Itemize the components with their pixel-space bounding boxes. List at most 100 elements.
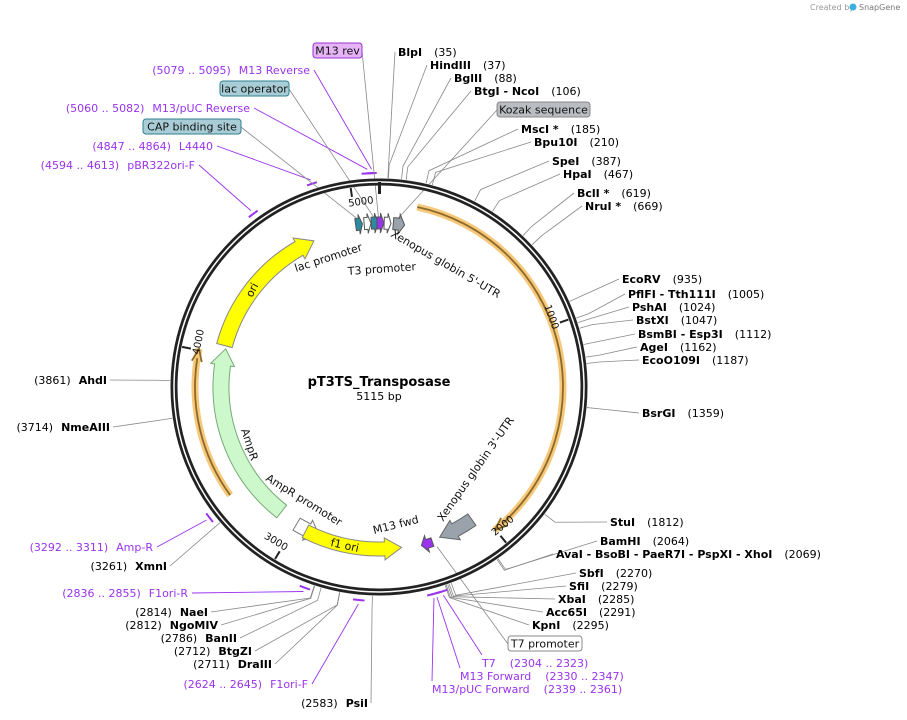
enzyme-position: (2270) bbox=[616, 567, 653, 580]
lac-operator-feature[interactable] bbox=[370, 212, 379, 234]
enzyme-position: (2814) bbox=[135, 606, 172, 619]
m13-rev-feature[interactable] bbox=[376, 212, 385, 234]
enzyme-site-label[interactable]: HpaI(467) bbox=[563, 168, 633, 181]
enzyme-site-label[interactable]: NruI *(669) bbox=[585, 200, 663, 213]
enzyme-site-label[interactable]: MscI *(185) bbox=[521, 123, 600, 136]
enzyme-name: Acc65I bbox=[546, 606, 587, 619]
tick-label: 1000 bbox=[541, 303, 560, 331]
feature-box[interactable] bbox=[142, 118, 242, 135]
enzyme-position: (935) bbox=[673, 273, 703, 286]
cap-binding-site-feature[interactable] bbox=[354, 214, 363, 235]
enzyme-site-label[interactable]: PshAI(1024) bbox=[632, 301, 715, 314]
enzyme-position: (1047) bbox=[681, 314, 718, 327]
enzyme-site-label[interactable]: PflFI - Tth111I(1005) bbox=[628, 288, 764, 301]
primer-label[interactable]: (4847 .. 4864)L4440 bbox=[92, 140, 213, 153]
enzyme-site-label[interactable]: SfiI(2279) bbox=[569, 580, 638, 593]
enzyme-leader-line bbox=[579, 319, 634, 329]
enzyme-name: NgoMIV bbox=[170, 619, 219, 632]
enzyme-site-label[interactable]: Bpu10I(210) bbox=[534, 136, 619, 149]
primer-label[interactable]: M13 Forward(2330 .. 2347) bbox=[460, 670, 624, 683]
ori-label: ori bbox=[243, 281, 261, 300]
enzyme-site-label[interactable]: HindIII (37) bbox=[430, 59, 506, 72]
enzyme-site-label[interactable]: BtgI - NcoI(106) bbox=[474, 85, 581, 98]
enzyme-name: AgeI bbox=[640, 341, 668, 354]
primer-label[interactable]: M13/pUC Forward (2339 .. 2361) bbox=[432, 683, 622, 696]
primer-range: (4847 .. 4864) bbox=[92, 140, 171, 153]
enzyme-site-label[interactable]: AvaI - BsoBI - PaeR7I - PspXI - XhoI(206… bbox=[556, 548, 821, 561]
enzyme-site-label[interactable]: BsrGI(1359) bbox=[642, 407, 724, 420]
ampr-feature-arrow[interactable] bbox=[209, 347, 288, 519]
enzyme-site-label[interactable]: (2786)BanII bbox=[161, 632, 237, 645]
enzyme-leader-line bbox=[576, 293, 626, 319]
enzyme-site-label[interactable]: Acc65I(2291) bbox=[546, 606, 636, 619]
enzyme-site-label[interactable]: (2814)NaeI bbox=[135, 606, 208, 619]
f1-ori-feature-arrow[interactable] bbox=[301, 524, 403, 561]
enzyme-leader-line bbox=[447, 584, 556, 600]
enzyme-site-label[interactable]: (2711)DraIII bbox=[193, 658, 272, 671]
enzyme-site-label[interactable]: (2712)BtgZI bbox=[174, 645, 252, 658]
primer-label[interactable]: (4594 .. 4613)pBR322ori-F bbox=[41, 159, 195, 172]
feature-leader-line bbox=[397, 109, 498, 219]
feature-leader-line bbox=[288, 88, 374, 218]
feature-box[interactable] bbox=[312, 42, 363, 59]
enzyme-site-label[interactable]: (3861)AhdI bbox=[34, 374, 107, 387]
feature-box[interactable] bbox=[219, 80, 290, 97]
enzyme-site-label[interactable]: (3714)NmeAIII bbox=[17, 421, 111, 434]
enzyme-site-label[interactable]: BclI *(619) bbox=[577, 187, 651, 200]
enzyme-leader-line bbox=[387, 51, 396, 179]
primer-label[interactable]: (5079 .. 5095)M13 Reverse bbox=[152, 64, 310, 77]
m13-fwd-feature[interactable] bbox=[420, 534, 435, 554]
enzyme-name: PsiI bbox=[346, 697, 368, 710]
enzyme-leader-line bbox=[450, 572, 577, 596]
enzyme-position: (37) bbox=[483, 59, 506, 72]
enzyme-position: (1005) bbox=[728, 288, 765, 301]
feature-box-label: Kozak sequence bbox=[499, 104, 588, 117]
primer-binding-mark bbox=[205, 512, 214, 523]
enzyme-site-label[interactable]: (2812)NgoMIV bbox=[125, 619, 218, 632]
enzyme-site-label[interactable]: EcoRV(935) bbox=[622, 273, 702, 286]
enzyme-position: (1024) bbox=[679, 301, 716, 314]
enzyme-site-label[interactable]: BamHI(2064) bbox=[600, 535, 689, 548]
t3-promoter-feature[interactable] bbox=[383, 213, 392, 234]
primer-label[interactable]: (2836 .. 2855)F1ori-R bbox=[62, 587, 188, 600]
enzyme-leader-line bbox=[492, 173, 561, 212]
enzyme-site-label[interactable]: SbfI(2270) bbox=[579, 567, 652, 580]
primer-leader-line bbox=[198, 164, 252, 211]
xenopus-5utr-arrow[interactable] bbox=[392, 212, 406, 236]
primer-range: (2339 .. 2361) bbox=[544, 683, 623, 696]
primer-name: T7 bbox=[481, 657, 496, 670]
primer-label[interactable]: (3292 .. 3311)Amp-R bbox=[30, 541, 154, 554]
enzyme-site-label[interactable]: StuI(1812) bbox=[610, 516, 684, 529]
primer-leader-line bbox=[436, 597, 461, 669]
xenopus-3utr-arrow[interactable] bbox=[438, 513, 477, 541]
enzyme-site-label[interactable]: AgeI(1162) bbox=[640, 341, 717, 354]
enzyme-site-label[interactable]: (2583)PsiI bbox=[301, 697, 368, 710]
primer-label[interactable]: (5060 .. 5082)M13/pUC Reverse bbox=[66, 102, 250, 115]
enzyme-name: HindIII bbox=[430, 59, 471, 72]
created-by-text: Created by bbox=[810, 3, 854, 12]
enzyme-site-label[interactable]: BlpI(35) bbox=[398, 46, 457, 59]
tick-label: 2000 bbox=[490, 514, 517, 539]
feature-box[interactable] bbox=[507, 635, 583, 652]
primer-range: (5060 .. 5082) bbox=[66, 102, 145, 115]
enzyme-leader-line bbox=[112, 417, 173, 428]
enzyme-site-label[interactable]: EcoO109I(1187) bbox=[642, 354, 749, 367]
enzyme-site-label[interactable]: BsmBI - Esp3I(1112) bbox=[638, 328, 771, 341]
enzyme-site-label[interactable]: BglII(88) bbox=[454, 72, 517, 85]
enzyme-site-label[interactable]: BstXI(1047) bbox=[636, 314, 717, 327]
primer-label[interactable]: (2624 .. 2645)F1ori-F bbox=[184, 678, 309, 691]
enzyme-name: BsrGI bbox=[642, 407, 675, 420]
primer-name: M13/pUC Forward bbox=[432, 683, 530, 696]
enzyme-position: (669) bbox=[633, 200, 663, 213]
primer-label[interactable]: T7(2304 .. 2323) bbox=[481, 657, 588, 670]
enzyme-site-label[interactable]: XbaI(2285) bbox=[558, 593, 634, 606]
feature-box[interactable] bbox=[496, 101, 591, 118]
ori-feature-arrow[interactable] bbox=[216, 237, 315, 349]
enzyme-site-label[interactable]: (3261)XmnI bbox=[91, 560, 167, 573]
lac-promoter-feature[interactable] bbox=[363, 213, 372, 234]
enzyme-site-label[interactable]: SpeI(387) bbox=[552, 155, 621, 168]
tick-label: 4000 bbox=[191, 328, 207, 355]
enzyme-site-label[interactable]: KpnI(2295) bbox=[532, 619, 609, 632]
primer-name: pBR322ori-F bbox=[127, 159, 195, 172]
